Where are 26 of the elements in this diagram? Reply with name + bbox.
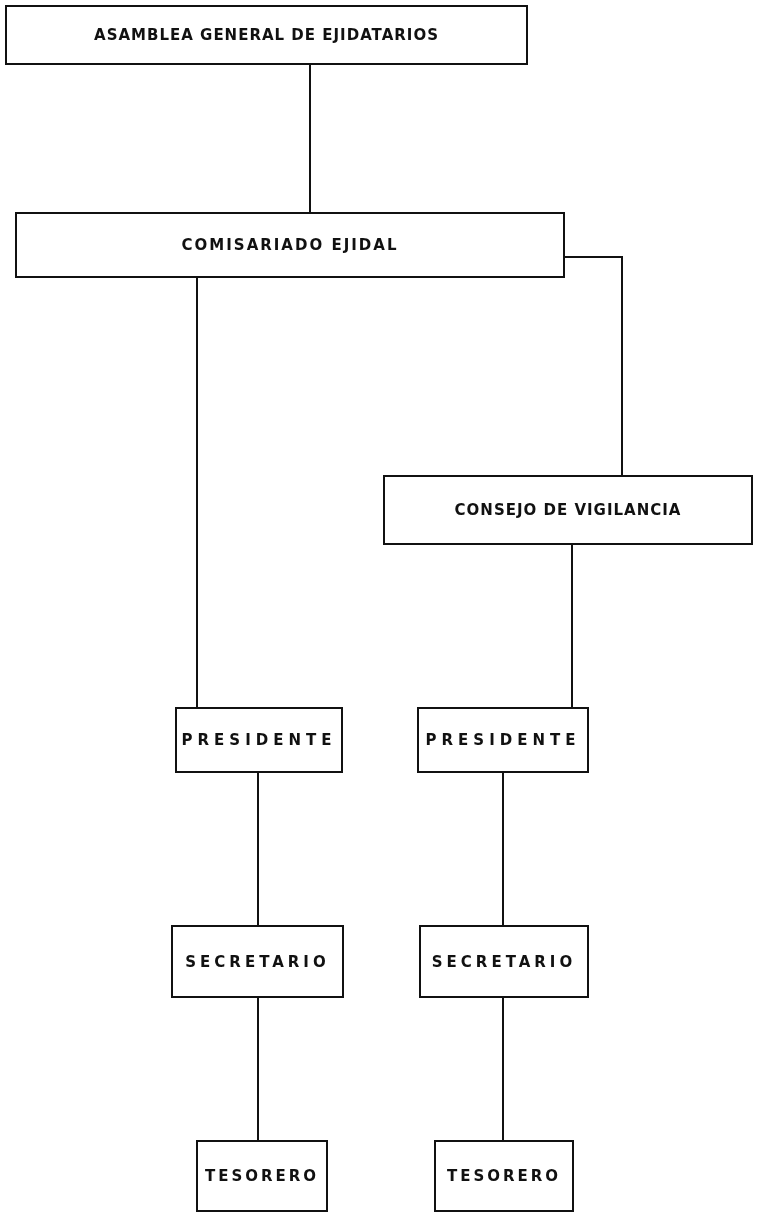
box-label: ASAMBLEA GENERAL DE EJIDATARIOS — [94, 26, 439, 44]
connector-line — [502, 997, 504, 1141]
box-label: TESORERO — [204, 1167, 320, 1185]
box-label: PRESIDENTE — [181, 731, 337, 749]
connector-line — [257, 772, 259, 926]
org-box — [383, 475, 753, 545]
box-label: CONSEJO DE VIGILANCIA — [454, 501, 682, 519]
org-box — [171, 925, 344, 998]
box-label: TESORERO — [446, 1167, 562, 1185]
connector-line — [502, 772, 504, 926]
connector-line — [196, 277, 198, 708]
box-label: COMISARIADO EJIDAL — [181, 236, 399, 254]
connector-line — [257, 997, 259, 1141]
connector-line — [571, 544, 573, 708]
org-box — [175, 707, 343, 773]
box-label: SECRETARIO — [431, 952, 577, 971]
org-box — [5, 5, 528, 65]
org-box — [417, 707, 589, 773]
connector-line — [309, 64, 311, 213]
org-box — [15, 212, 565, 278]
box-label: PRESIDENTE — [425, 731, 581, 749]
connector-line — [564, 256, 623, 476]
box-label: SECRETARIO — [185, 952, 330, 971]
org-box — [419, 925, 589, 998]
org-box — [434, 1140, 574, 1212]
org-box — [196, 1140, 328, 1212]
